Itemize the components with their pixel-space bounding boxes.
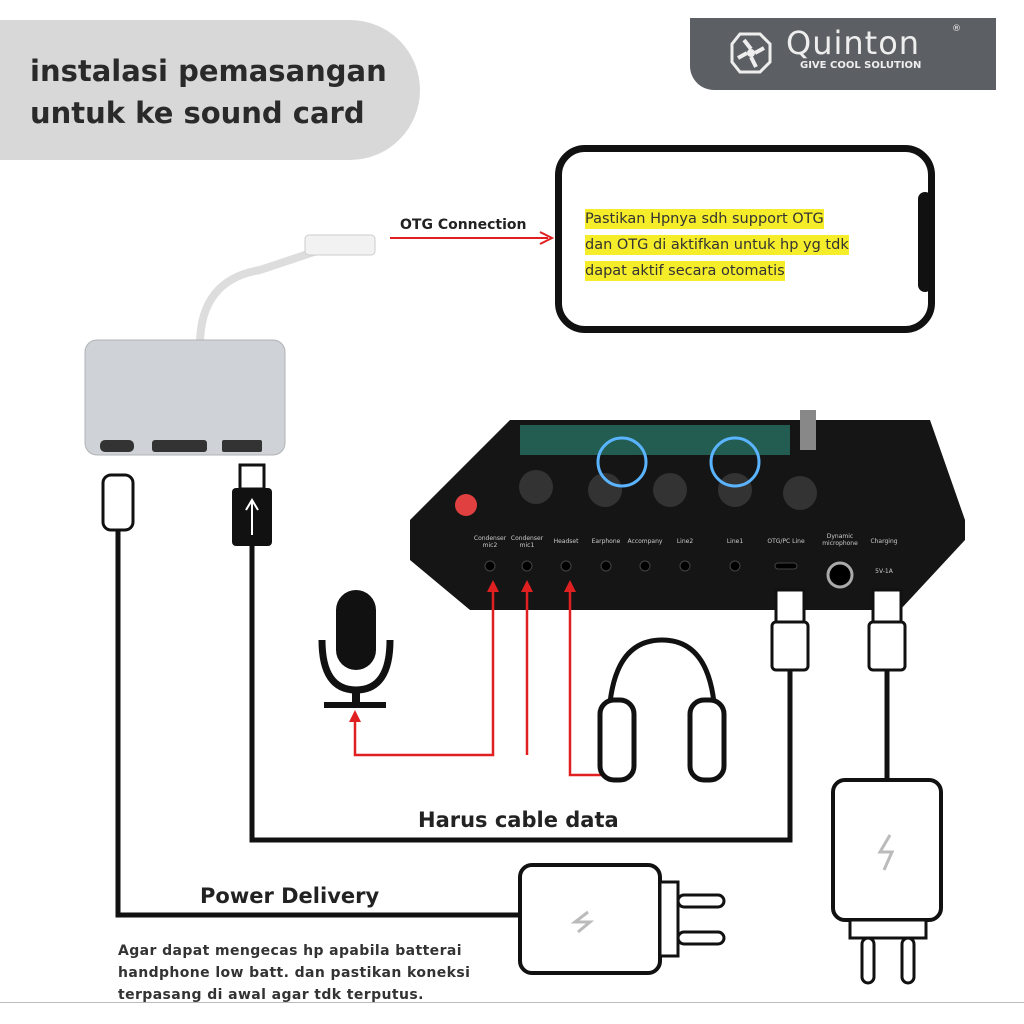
port-label: OTG/PC Line: [767, 538, 805, 545]
port-label: Condenser mic1: [510, 535, 544, 549]
port-label: Line2: [676, 538, 694, 545]
title-line-1: instalasi pemasangan: [30, 54, 387, 88]
data-cable: [249, 546, 793, 843]
fan-hands-icon: [730, 32, 772, 74]
otg-connection-label: OTG Connection: [400, 217, 527, 233]
port-label: Condenser mic2: [473, 535, 507, 549]
usb-c-plug: [101, 473, 135, 532]
otg-cable: [196, 241, 376, 346]
power-delivery-label: Power Delivery: [200, 884, 380, 908]
microphone-icon: [318, 590, 394, 708]
wall-charger-side: [518, 863, 726, 975]
usb-icon: [245, 498, 259, 535]
power-note-line: terpasang di awal agar tdk terputus.: [118, 987, 424, 1003]
port-label: Charging: [870, 538, 898, 545]
lightning-plug: [304, 234, 376, 256]
headphones-icon: [597, 637, 727, 783]
power-cable: [115, 530, 540, 918]
brand-tagline: GIVE COOL SOLUTION: [800, 60, 922, 71]
port-label: Line1: [726, 538, 744, 545]
title-line-2: untuk ke sound card: [30, 96, 365, 130]
title-banner: instalasi pemasangan untuk ke sound card: [0, 20, 420, 160]
registered-mark: ®: [952, 24, 961, 34]
quinton-logo: Quinton ® GIVE COOL SOLUTION: [690, 18, 996, 90]
usb-c-adapter: [84, 339, 286, 456]
power-note: Agar dapat mengecas hp apabila batterai …: [118, 940, 470, 1006]
data-cable-label: Harus cable data: [418, 808, 619, 832]
phone-note: Pastikan Hpnya sdh support OTG dan OTG d…: [585, 206, 897, 284]
power-note-line: Agar dapat mengecas hp apabila batterai: [118, 943, 462, 959]
power-note-line: handphone low batt. dan pastikan koneksi: [118, 965, 471, 981]
charging-spec: 5V-1A: [875, 568, 893, 575]
phone-notch: [918, 192, 932, 292]
mic-arrows: [353, 585, 625, 777]
port-label: Headset: [553, 538, 579, 545]
phone-note-line: dan OTG di aktifkan untuk hp yg tdk: [585, 235, 849, 255]
port-label: Accompany: [627, 538, 663, 545]
sound-card: [410, 420, 965, 610]
phone-note-line: dapat aktif secara otomatis: [585, 261, 785, 281]
port-label: Dynamic microphone: [822, 533, 858, 547]
brand-name: Quinton: [786, 24, 921, 62]
phone-note-line: Pastikan Hpnya sdh support OTG: [585, 209, 824, 229]
divider: [0, 1002, 1024, 1003]
wall-charger-upright: [831, 778, 943, 985]
otg-lightning-plug: [770, 620, 810, 672]
charging-plug: [867, 620, 907, 672]
port-label: Earphone: [591, 538, 621, 545]
